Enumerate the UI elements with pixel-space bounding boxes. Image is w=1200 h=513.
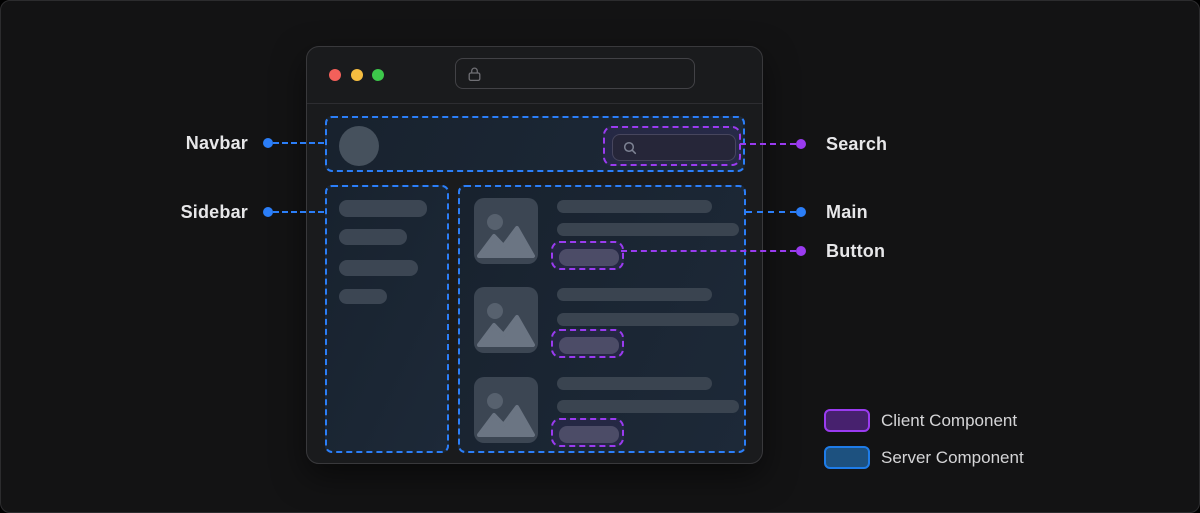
main-region [458, 185, 746, 453]
text-line-placeholder [557, 223, 739, 236]
sidebar-item-placeholder [339, 289, 387, 304]
browser-window [306, 46, 763, 464]
navbar-annotation-label: Navbar [185, 133, 248, 153]
button-region [551, 241, 624, 270]
sidebar-connector-line [273, 211, 324, 213]
navbar-connector-dot [263, 138, 273, 148]
text-line-placeholder [557, 400, 739, 413]
main-annotation-label: Main [826, 202, 868, 222]
text-line-placeholder [557, 288, 712, 301]
button-placeholder[interactable] [559, 426, 619, 443]
image-placeholder [474, 198, 538, 264]
sidebar-item-placeholder [339, 200, 427, 217]
button-placeholder[interactable] [559, 337, 619, 354]
client-component-label: Client Component [881, 411, 1018, 430]
maximize-button[interactable] [372, 69, 384, 81]
search-connector-line [740, 143, 796, 145]
sidebar-item-placeholder [339, 260, 418, 276]
sidebar-annotation-label: Sidebar [180, 202, 248, 222]
sidebar-region [325, 185, 449, 453]
image-icon [474, 198, 538, 264]
sidebar-item-placeholder [339, 229, 407, 245]
image-placeholder [474, 377, 538, 443]
button-region [551, 418, 624, 447]
search-region [603, 126, 741, 166]
address-bar[interactable] [455, 58, 695, 89]
text-line-placeholder [557, 313, 739, 326]
server-component-swatch [824, 446, 870, 469]
search-icon [622, 140, 638, 156]
search-annotation-label: Search [826, 134, 888, 154]
image-placeholder [474, 287, 538, 353]
minimize-button[interactable] [351, 69, 363, 81]
window-titlebar [307, 47, 762, 104]
text-line-placeholder [557, 200, 712, 213]
titlebar-divider [307, 103, 762, 104]
button-connector-line [621, 250, 796, 252]
text-line-placeholder [557, 377, 712, 390]
sidebar-connector-dot [263, 207, 273, 217]
avatar [339, 126, 379, 166]
close-button[interactable] [329, 69, 341, 81]
button-connector-dot [796, 246, 806, 256]
server-component-label: Server Component [881, 448, 1024, 467]
navbar-region [325, 116, 745, 172]
navbar-connector-line [273, 142, 324, 144]
button-annotation-label: Button [826, 241, 886, 261]
main-connector-line [746, 211, 796, 213]
button-region [551, 329, 624, 358]
main-connector-dot [796, 207, 806, 217]
lock-icon [467, 66, 482, 82]
image-icon [474, 287, 538, 353]
button-placeholder[interactable] [559, 249, 619, 266]
search-connector-dot [796, 139, 806, 149]
image-icon [474, 377, 538, 443]
search-input[interactable] [612, 134, 736, 161]
client-component-swatch [824, 409, 870, 432]
